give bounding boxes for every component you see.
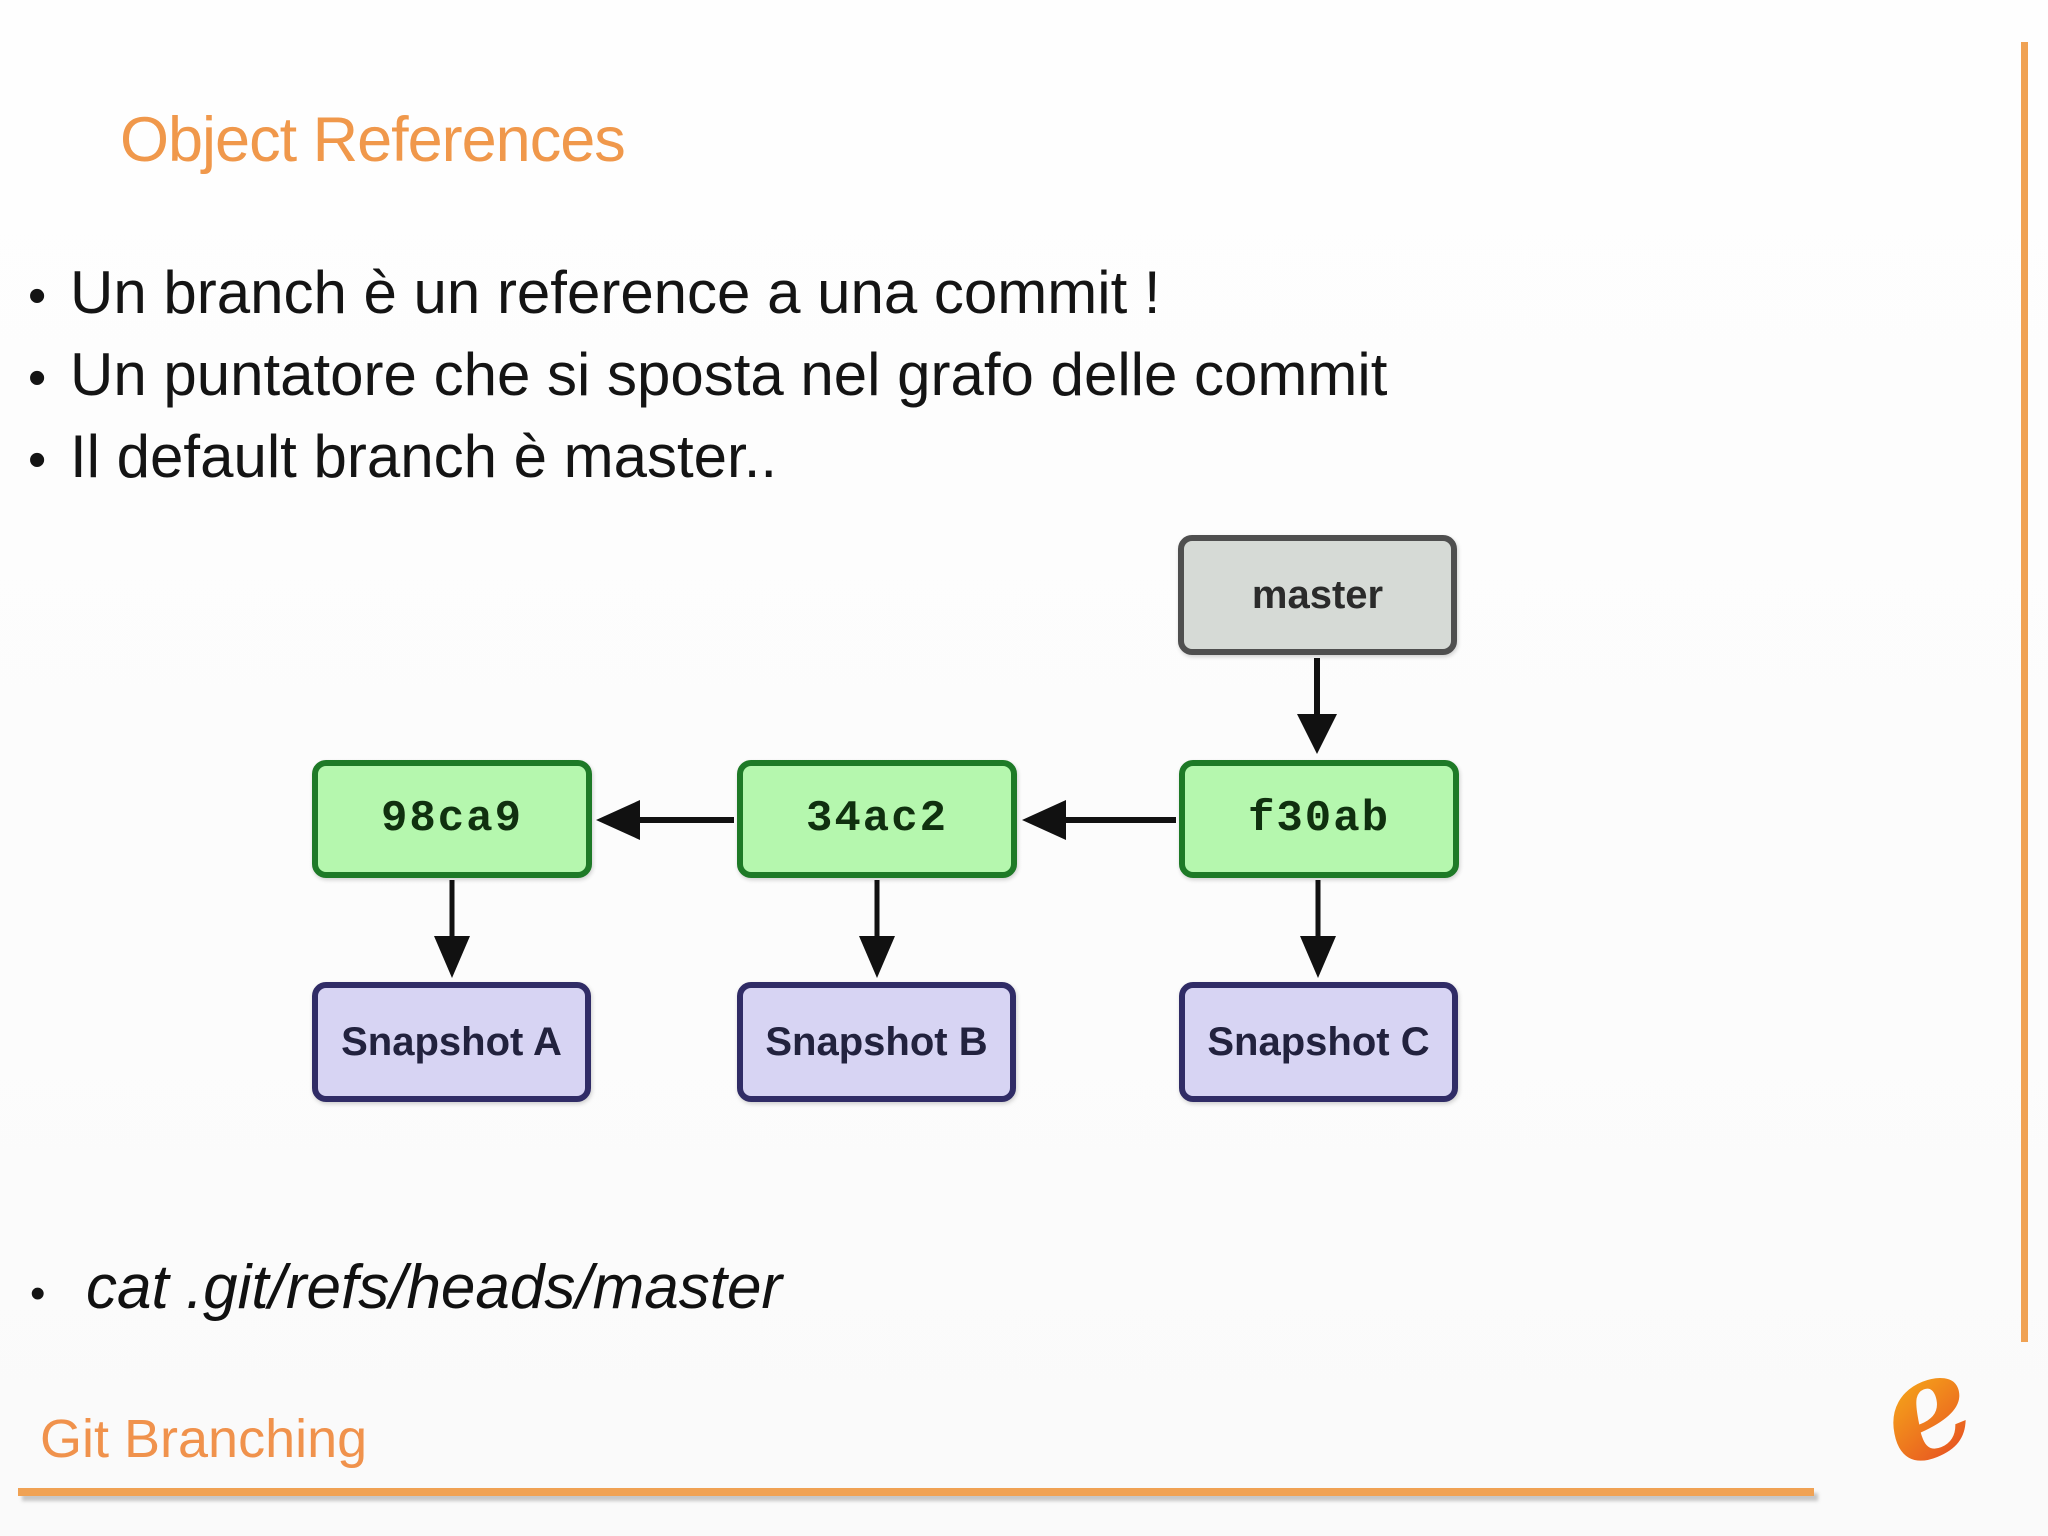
page-title: Object References <box>120 105 626 175</box>
bullet-item: • Un branch è un reference a una commit … <box>28 252 1387 334</box>
snapshot-box-c: Snapshot C <box>1179 982 1458 1102</box>
commit-id: f30ab <box>1247 794 1391 844</box>
commit-box-f30ab: f30ab <box>1179 760 1459 878</box>
commit-id: 98ca9 <box>380 794 524 844</box>
snapshot-box-a: Snapshot A <box>312 982 591 1102</box>
branch-box-master: master <box>1178 535 1457 655</box>
snapshot-label: Snapshot C <box>1207 1019 1430 1064</box>
arrow-f30ab-to-snapshot-c <box>1300 880 1336 978</box>
arrow-f30ab-to-34ac2 <box>1022 800 1176 840</box>
bullet-list: • Un branch è un reference a una commit … <box>28 252 1387 498</box>
bullet-marker: • <box>28 349 47 407</box>
snapshot-label: Snapshot A <box>341 1019 562 1064</box>
branch-label: master <box>1251 572 1384 617</box>
command-text: cat .git/refs/heads/master <box>86 1253 783 1322</box>
snapshot-label: Snapshot B <box>765 1019 988 1064</box>
bullet-text: Un branch è un reference a una commit ! <box>70 259 1161 326</box>
footer-rule <box>18 1488 1814 1496</box>
snapshot-box-b: Snapshot B <box>737 982 1016 1102</box>
bullet-marker: • <box>28 267 47 325</box>
bullet-text: Il default branch è master.. <box>70 423 778 490</box>
arrow-98ca9-to-snapshot-a <box>434 880 470 978</box>
arrow-34ac2-to-snapshot-b <box>859 880 895 978</box>
e-swoosh-logo-icon: e <box>1855 1348 1996 1482</box>
bullet-item: • Il default branch è master.. <box>28 416 1387 498</box>
commit-box-34ac2: 34ac2 <box>737 760 1017 878</box>
bullet-marker: • <box>28 431 47 489</box>
commit-id: 34ac2 <box>805 794 949 844</box>
footer-title: Git Branching <box>40 1409 368 1469</box>
svg-text:e: e <box>1855 1348 1996 1482</box>
bullet-item: • Un puntatore che si sposta nel grafo d… <box>28 334 1387 416</box>
bullet-text: Un puntatore che si sposta nel grafo del… <box>70 341 1388 408</box>
arrow-master-to-f30ab <box>1297 658 1337 754</box>
command-bullet-item: • cat .git/refs/heads/master <box>30 1248 782 1328</box>
bullet-marker: • <box>30 1269 46 1318</box>
commit-box-98ca9: 98ca9 <box>312 760 592 878</box>
arrow-34ac2-to-98ca9 <box>596 800 734 840</box>
right-edge-rule <box>2021 42 2028 1342</box>
